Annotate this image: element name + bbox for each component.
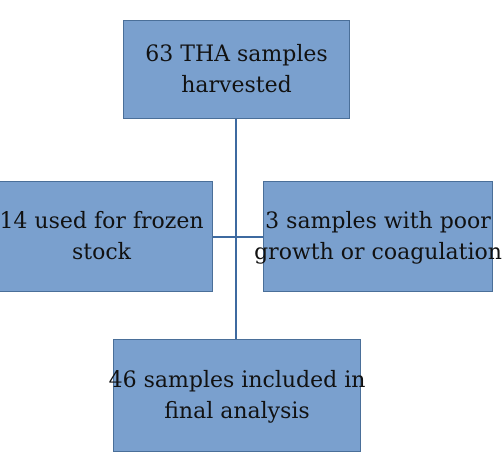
box-bottom-line-1: 46 samples included in — [108, 367, 366, 393]
box-top-line-1: 63 THA samples — [145, 41, 328, 67]
horizontal-connector — [213, 236, 263, 238]
box-left-line-2: stock — [71, 239, 132, 265]
flowchart-canvas: 63 THA samples harvested 14 used for fro… — [0, 20, 502, 452]
box-right-line-1: 3 samples with poor — [265, 208, 491, 234]
box-poor-growth: 3 samples with poor growth or coagulatio… — [254, 181, 502, 292]
box-left-line-1: 14 used for frozen — [0, 208, 204, 234]
vertical-connector — [235, 119, 237, 339]
box-bottom-line-2: final analysis — [164, 398, 310, 424]
box-right-line-2: growth or coagulation — [254, 239, 502, 265]
box-top-line-2: harvested — [181, 72, 292, 98]
box-samples-harvested: 63 THA samples harvested — [123, 20, 350, 119]
box-final-analysis: 46 samples included in final analysis — [109, 339, 365, 452]
box-frozen-stock: 14 used for frozen stock — [0, 181, 213, 292]
